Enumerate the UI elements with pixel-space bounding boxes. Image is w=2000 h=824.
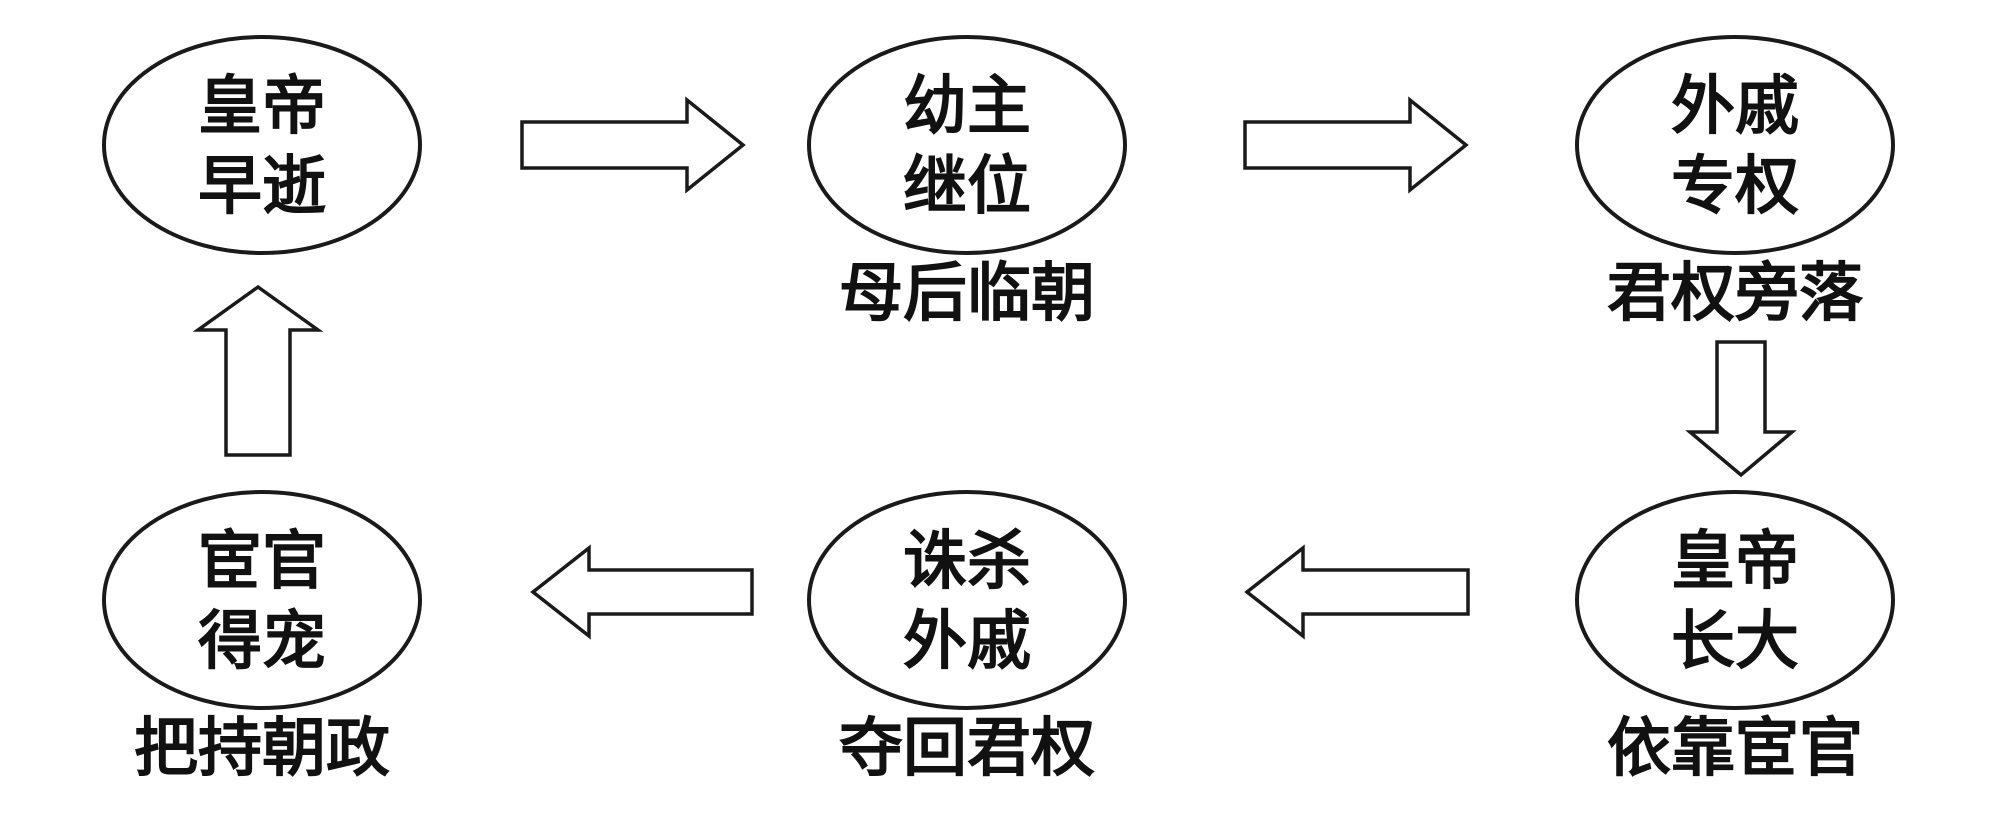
down-arrow-icon [1685,340,1797,478]
node-label-line1: 诛杀 [903,525,1031,599]
left-arrow-icon [530,544,754,640]
node-ellipse [102,490,422,710]
node-kill-consort-clan: 诛杀 外戚 夺回君权 [807,490,1127,786]
node-label-line1: 幼主 [903,70,1031,144]
node-label-line1: 皇帝 [1671,525,1799,599]
node-label-line1: 皇帝 [198,70,326,144]
node-ellipse [807,490,1127,710]
node-young-ruler-succeeds: 幼主 继位 母后临朝 [807,35,1127,331]
left-arrow-icon [1244,544,1470,640]
node-eunuchs-favored: 宦官 得宠 把持朝政 [102,490,422,786]
node-label-line1: 外戚 [1671,70,1799,144]
node-ellipse [1575,490,1895,710]
node-label-line2: 得宠 [198,605,326,679]
node-ellipse [102,35,422,255]
up-arrow-icon [192,284,324,457]
node-ellipse [807,35,1127,255]
node-consort-clan-rules: 外戚 专权 君权旁落 [1575,35,1895,331]
right-arrow-icon [520,96,746,194]
node-label-line1: 宦官 [198,525,326,599]
node-label-line2: 长大 [1671,605,1799,679]
node-caption: 依靠宦官 [1607,712,1863,786]
node-caption: 夺回君权 [839,712,1095,786]
node-label-line2: 专权 [1671,150,1799,224]
node-label-line2: 外戚 [903,605,1031,679]
node-ellipse [1575,35,1895,255]
node-emperor-dies-early: 皇帝 早逝 [102,35,422,255]
node-emperor-grows-up: 皇帝 长大 依靠宦官 [1575,490,1895,786]
node-label-line2: 早逝 [198,150,326,224]
node-caption: 把持朝政 [134,712,390,786]
node-caption: 君权旁落 [1607,257,1864,331]
node-label-line2: 继位 [903,150,1031,224]
node-caption: 母后临朝 [839,257,1095,331]
right-arrow-icon [1243,96,1469,194]
